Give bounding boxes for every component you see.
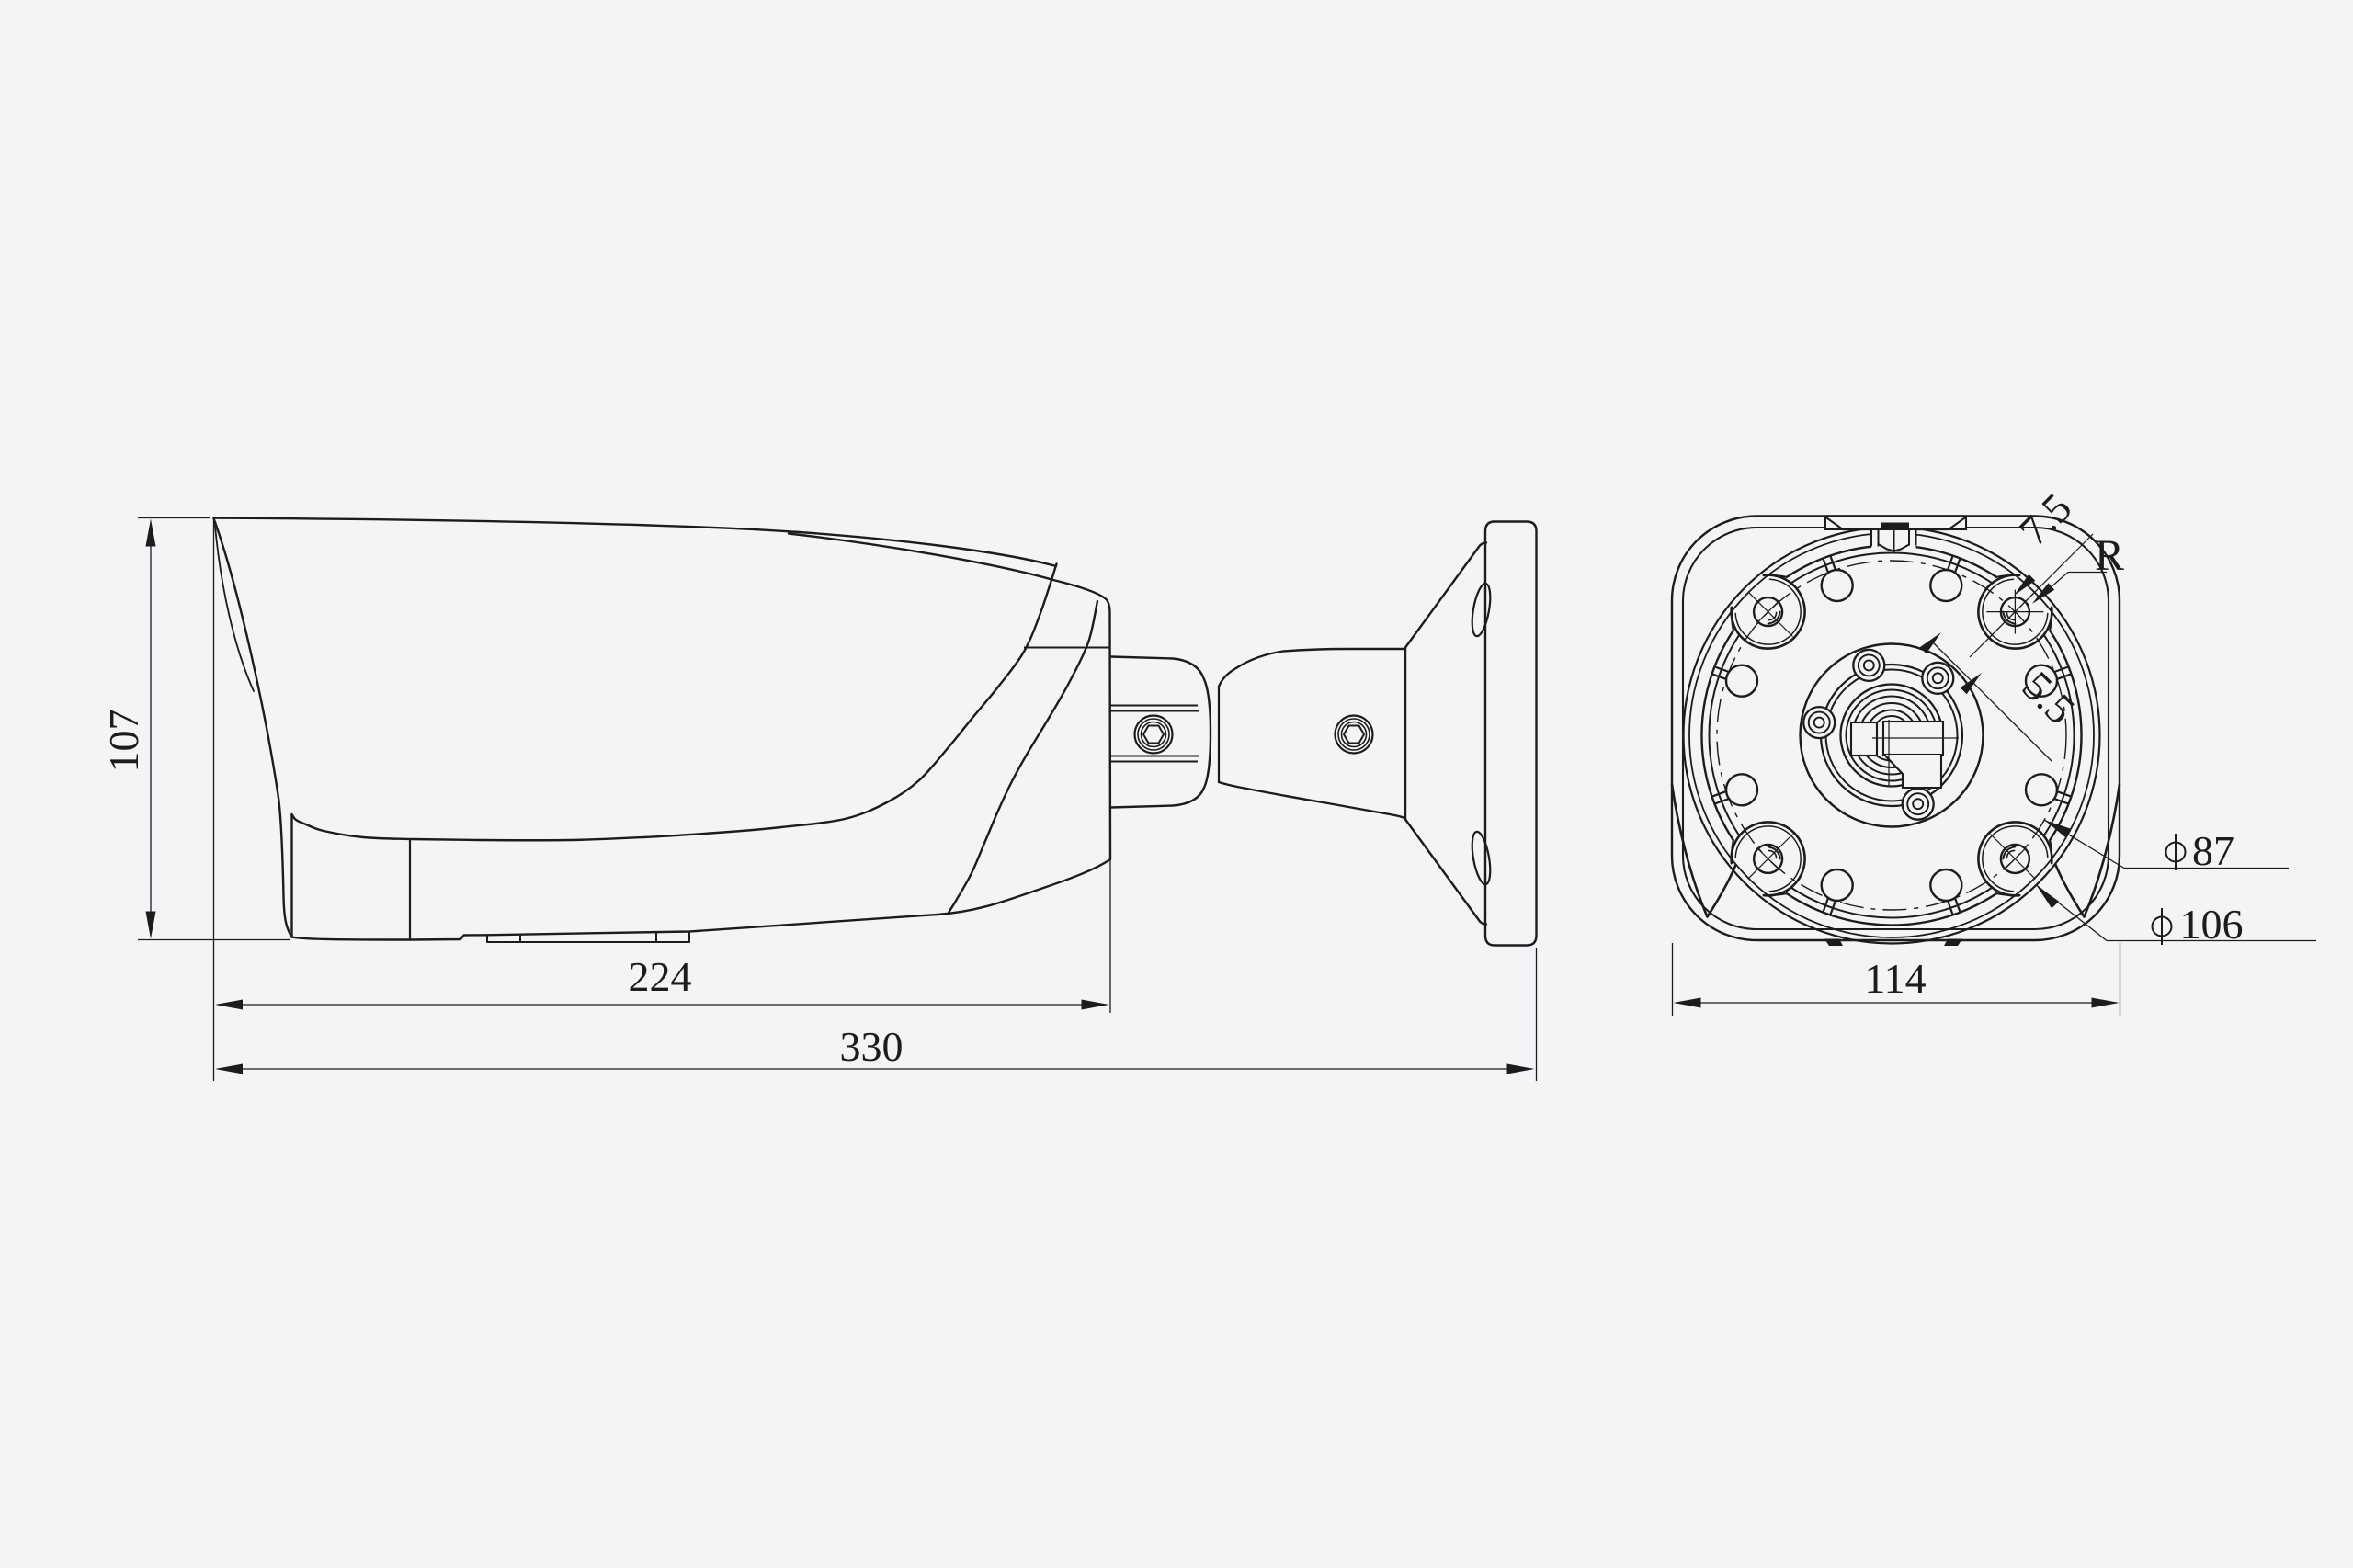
svg-text:106: 106	[2180, 901, 2244, 948]
svg-text:114: 114	[1864, 955, 1926, 1002]
svg-text:224: 224	[629, 953, 692, 1000]
svg-text:107: 107	[100, 710, 147, 773]
svg-text:330: 330	[840, 1023, 904, 1070]
svg-text:87: 87	[2192, 827, 2234, 874]
